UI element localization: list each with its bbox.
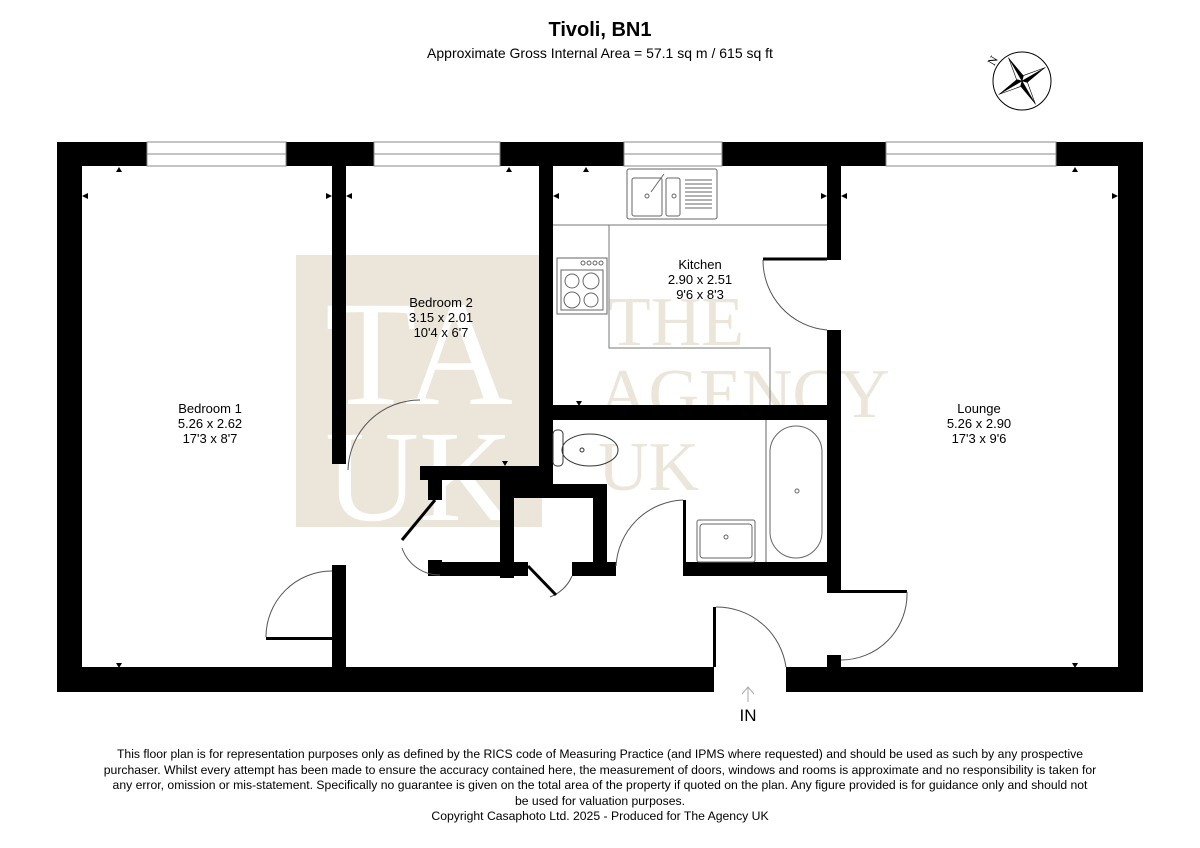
gross-internal-area: Approximate Gross Internal Area = 57.1 s…	[427, 45, 773, 61]
copyright: Copyright Casaphoto Ltd. 2025 - Produced…	[431, 809, 769, 823]
room-imperial: 9'6 x 8'3	[676, 287, 724, 302]
disclaimer-line: This floor plan is for representation pu…	[116, 747, 1084, 761]
room-name: Bedroom 1	[178, 401, 242, 416]
compass-rose-icon: N	[985, 51, 1052, 111]
windows	[146, 141, 1057, 167]
room-name: Lounge	[957, 401, 1001, 416]
door-leaves	[400, 257, 827, 597]
entrance-label: IN	[739, 706, 757, 725]
room-imperial: 10'4 x 6'7	[413, 325, 469, 340]
room-name: Bedroom 2	[409, 295, 473, 310]
room-imperial: 17'3 x 8'7	[182, 431, 238, 446]
washbasin-icon	[696, 519, 756, 563]
kitchen-counter	[553, 224, 827, 405]
plan-title: Tivoli, BN1	[548, 19, 652, 41]
disclaimer-line: purchaser. Whilst every attempt has been…	[103, 762, 1097, 777]
room-metric: 3.15 x 2.01	[408, 310, 474, 325]
room-metric: 5.26 x 2.62	[177, 416, 243, 431]
walls	[57, 142, 1143, 692]
toilet-icon	[552, 429, 619, 467]
bath-icon	[765, 420, 823, 562]
room-kitchen: Kitchen 2.90 x 2.51 9'6 x 8'3	[630, 257, 770, 302]
watermark-text-agency: AGENCY	[598, 356, 890, 433]
dimension-arrows	[82, 167, 1118, 668]
sink-icon	[626, 168, 718, 220]
disclaimer-line: be used for valuation purposes.	[514, 793, 686, 808]
hob-icon	[556, 257, 608, 315]
room-metric: 2.90 x 2.51	[667, 272, 733, 287]
room-bedroom-1: Bedroom 1 5.26 x 2.62 17'3 x 8'7	[140, 401, 280, 446]
door-swings	[265, 259, 908, 668]
room-name: Kitchen	[678, 257, 722, 272]
room-bedroom-2: Bedroom 2 3.15 x 2.01 10'4 x 6'7	[371, 295, 511, 340]
room-metric: 5.26 x 2.90	[946, 416, 1012, 431]
disclaimer: This floor plan is for representation pu…	[70, 747, 1130, 825]
watermark-logo-ta: TA	[325, 271, 513, 437]
entrance-arrow-icon	[741, 686, 755, 702]
room-lounge: Lounge 5.26 x 2.90 17'3 x 9'6	[909, 401, 1049, 446]
disclaimer-line: any error, omission or mis-statement. Sp…	[112, 778, 1088, 792]
room-imperial: 17'3 x 9'6	[951, 431, 1007, 446]
